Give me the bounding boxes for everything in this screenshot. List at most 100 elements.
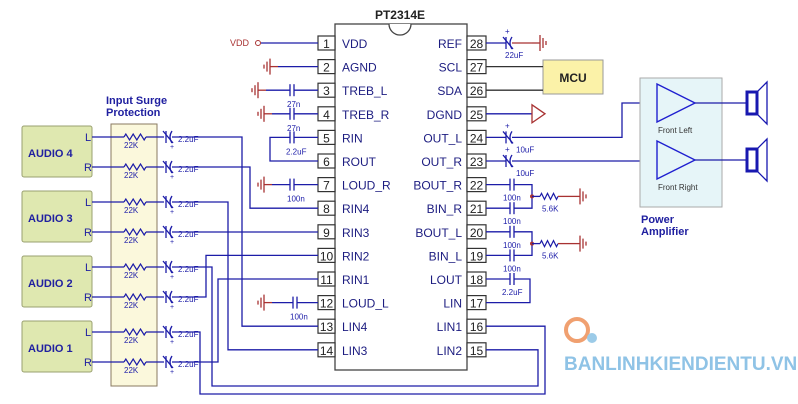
pin-number: 9 [323,226,330,240]
audio-source-name: AUDIO 4 [28,148,74,160]
channel-r-label: R [84,292,92,304]
cap-value: 2.2uF [502,288,523,297]
cap-value: 2.2uF [178,230,199,239]
resistor-value: 22K [124,366,139,375]
pin-number: 11 [320,273,333,287]
cap-value: 2.2uF [178,135,199,144]
digital-ground-icon [531,103,547,125]
cap-mark [162,130,174,144]
capacitor-icon [509,178,515,191]
amplifier-title: Power [641,214,675,226]
wire [514,196,533,209]
surge-protection-box [110,123,158,387]
pin-label: RIN1 [342,273,370,287]
power-amplifier-box [639,77,723,208]
channel-r-label: R [84,227,92,239]
pin-label: SCL [439,61,463,75]
amplifier-triangle-icon [656,82,697,124]
pin-number: 6 [323,155,330,169]
surge-resistor-icon [123,197,147,207]
input-capacitor-icon [162,260,174,274]
pin-number: 7 [323,179,330,193]
input-capacitor-icon [162,290,174,304]
vdd-terminal-icon [255,40,261,46]
pin-label: BIN_L [429,249,463,263]
audio-source-box [21,125,93,178]
pin-number: 22 [470,179,484,193]
pin-number: 17 [470,297,484,311]
ground-icon [532,35,547,51]
surge-resistor-icon [123,132,147,142]
surge-resistor-icon [123,357,147,367]
pin-label: ROUT [342,155,377,169]
cap-mark [162,355,174,369]
ic-body [334,23,468,371]
protection-title: Protection [106,107,161,119]
wire [512,102,656,139]
speaker-cone-icon [756,80,768,126]
pin-number: 21 [470,202,484,216]
wire [172,278,318,363]
capacitor-icon [289,131,295,144]
input-capacitor-icon [162,225,174,239]
channel-label: Front Left [658,126,693,135]
cap-value: 2.2uF [286,147,307,156]
polarity-mark: + [170,144,174,151]
wire [514,183,533,197]
channel-l-label: L [85,132,91,144]
wire [486,278,531,304]
cap-value: 100n [503,264,521,273]
ref-capacitor-icon [502,36,514,50]
wire [269,136,318,162]
resistor-value: 5.6K [542,204,559,213]
wire [514,243,533,257]
mcu-box [542,59,604,95]
protection-title: Input Surge [106,95,167,107]
out-l-capacitor-icon [502,130,514,144]
pin-number: 8 [323,202,330,216]
amplifier-title: Amplifier [641,226,689,238]
resistor-value: 22K [124,271,139,280]
ic-notch [388,23,412,36]
bass-resistor-icon [539,239,559,248]
pin-label: LIN [443,297,462,311]
cap-mark [162,290,174,304]
polarity-mark: + [505,27,510,36]
surge-resistor-icon [123,162,147,172]
pin-number: 13 [320,320,334,334]
input-capacitor-icon [162,325,174,339]
polarity-mark: + [170,174,174,181]
pin-label: BIN_R [427,202,463,216]
bass-resistor-icon [539,192,559,201]
watermark-text: BANLINHKIENDIENTU.VN [564,354,797,375]
audio-source-name: AUDIO 1 [28,343,73,355]
resistor-value: 22K [124,336,139,345]
cap-value: 100n [503,241,521,250]
channel-l-label: L [85,197,91,209]
pin-number: 19 [470,249,484,263]
surge-resistor-icon [123,292,147,302]
pin-label: RIN3 [342,226,370,240]
cap-mark [162,160,174,174]
pin-label: RIN4 [342,202,370,216]
wire [514,231,533,244]
pin-label: LIN3 [342,344,368,358]
capacitor-icon [509,249,515,262]
mcu-label: MCU [559,71,586,85]
channel-l-label: L [85,327,91,339]
channel-r-label: R [84,162,92,174]
polarity-mark: + [170,304,174,311]
pin-label: OUT_R [421,155,462,169]
ground-icon [572,235,587,252]
ground-icon [251,82,266,99]
speaker-cone-icon [756,137,768,183]
pin-label: OUT_L [423,131,462,145]
pin-label: BOUT_L [415,226,462,240]
pin-number: 18 [470,273,484,287]
watermark-ring [564,317,590,343]
cap-value: 100n [290,313,308,322]
pin-label: LOUT [430,273,463,287]
surge-resistor-icon [123,227,147,237]
cap-value: 2.2uF [178,330,199,339]
